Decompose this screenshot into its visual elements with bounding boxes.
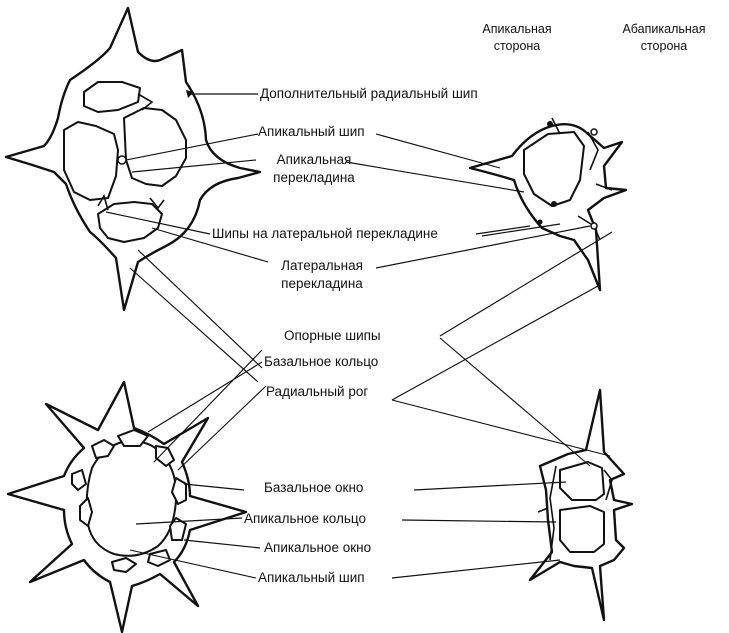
label-apical-window: Апикальное окно [264, 540, 371, 555]
label-lateral-bar: Латеральная [281, 258, 363, 273]
header-abapical-side: Абапикальная [622, 22, 705, 36]
bottom-left-skeleton [8, 382, 246, 632]
top-right-skeleton [470, 118, 626, 290]
label-radial-horn: Радиальный рог [266, 384, 368, 399]
label-lateral-bar-line2: перекладина [281, 276, 363, 291]
bottom-right-skeleton [530, 390, 632, 620]
header-apical-side-line2: сторона [494, 39, 541, 53]
label-lateral-bar-spines: Шипы на латеральной перекладине [212, 226, 438, 241]
label-basal-ring: Базальное кольцо [264, 354, 378, 369]
label-support-spines: Опорные шипы [284, 328, 381, 343]
label-apical-spine-bottom: Апикальный шип [258, 570, 365, 585]
label-additional-radial-spine: Дополнительный радиальный шип [260, 86, 478, 101]
label-apical-ring: Апикальное кольцо [244, 511, 366, 526]
label-apical-bar: Апикальная [277, 152, 352, 167]
label-apical-bar-line2: перекладина [273, 170, 355, 185]
label-apical-spine-top: Апикальный шип [258, 124, 365, 139]
header-apical-side: Апикальная [482, 22, 551, 36]
header-abapical-side-line2: сторона [641, 39, 688, 53]
label-basal-window: Базальное окно [264, 480, 363, 495]
